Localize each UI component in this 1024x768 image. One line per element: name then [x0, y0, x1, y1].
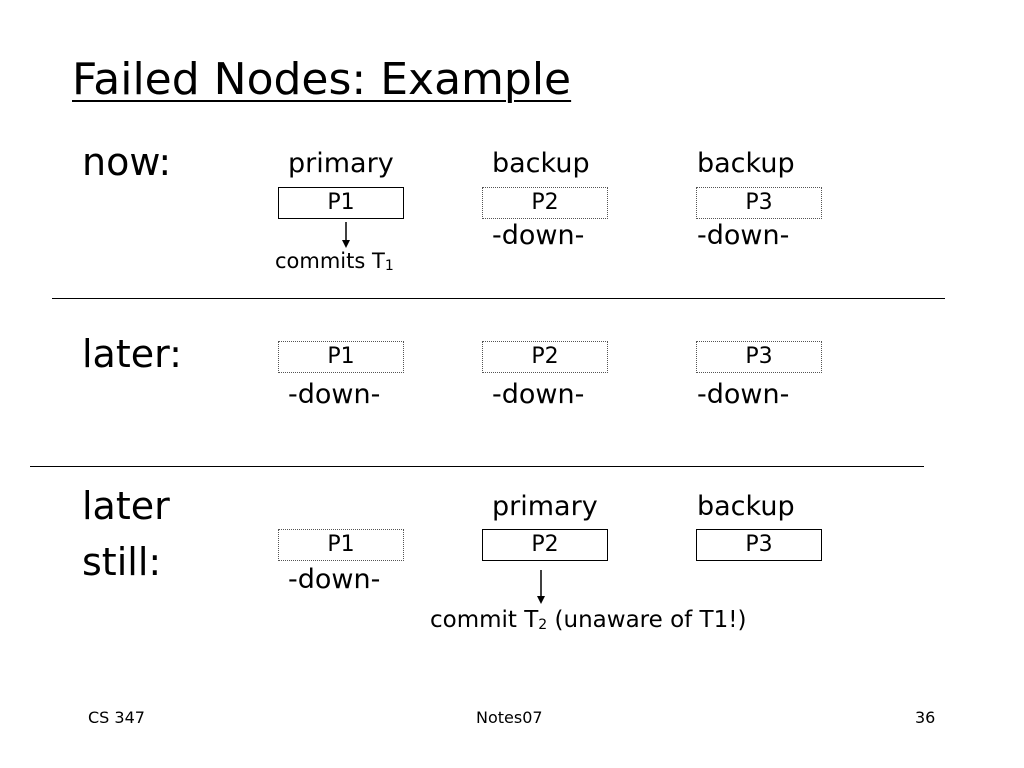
role-label-p2-later-still: primary: [492, 491, 598, 522]
commit-note-subscript: 2: [538, 617, 548, 633]
commit-note-text: commits T: [275, 249, 385, 273]
role-label-p3-later-still: backup: [697, 491, 795, 522]
row-label-later-still-line1: later: [82, 484, 170, 528]
commit-arrow-later-still: [537, 570, 545, 604]
role-label-p2: backup: [492, 148, 590, 179]
status-p1-later: -down-: [288, 379, 381, 410]
status-p1-later-still: -down-: [288, 564, 381, 595]
role-label-p3: backup: [697, 148, 795, 179]
commit-arrow-now: [342, 222, 350, 248]
footer-course: CS 347: [88, 708, 145, 727]
role-label-p1: primary: [288, 148, 394, 179]
node-box-p2-later: P2: [482, 341, 608, 373]
node-box-p3-later-still: P3: [696, 529, 822, 561]
status-p2-now: -down-: [492, 220, 585, 251]
node-box-p1-now: P1: [278, 187, 404, 219]
node-box-p1-later: P1: [278, 341, 404, 373]
slide-title: Failed Nodes: Example: [72, 54, 572, 105]
node-box-p2-now: P2: [482, 187, 608, 219]
status-p3-later: -down-: [697, 379, 790, 410]
commit-note-subscript: 1: [384, 258, 394, 274]
footer-slide-number: 36: [915, 708, 936, 727]
status-p2-later: -down-: [492, 379, 585, 410]
row-label-later: later:: [82, 332, 182, 376]
commit-note-text: commit T: [430, 607, 539, 633]
commit-note-now: commits T1: [275, 249, 394, 274]
node-box-p2-later-still: P2: [482, 529, 608, 561]
commit-note-later-still: commit T2 (unaware of T1!): [430, 607, 746, 633]
divider-1: [52, 298, 945, 299]
node-box-p3-now: P3: [696, 187, 822, 219]
status-p3-now: -down-: [697, 220, 790, 251]
node-box-p1-later-still: P1: [278, 529, 404, 561]
divider-2: [30, 466, 924, 467]
node-box-p3-later: P3: [696, 341, 822, 373]
row-label-now: now:: [82, 140, 172, 184]
commit-note-suffix: (unaware of T1!): [547, 607, 747, 633]
row-label-later-still-line2: still:: [82, 540, 162, 584]
footer-notes: Notes07: [476, 708, 543, 727]
